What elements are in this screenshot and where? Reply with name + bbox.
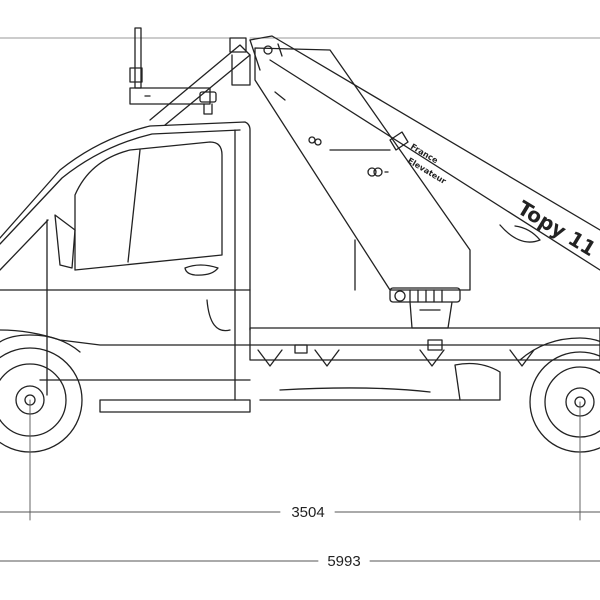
chassis-flatbed <box>249 327 600 401</box>
cab-door-window <box>54 141 223 271</box>
front-wheel <box>0 334 83 453</box>
van-cab <box>0 121 251 413</box>
antenna-mast <box>129 27 211 105</box>
wheelbase-dimension-line <box>0 399 600 521</box>
wheelbase-dimension-label: 3504 <box>291 504 324 521</box>
boom-arm <box>249 35 600 271</box>
door-handle <box>184 264 219 276</box>
boom-support-strut <box>149 37 251 126</box>
turntable-base <box>389 287 461 329</box>
overall-length-dimension-label: 5993 <box>327 553 360 570</box>
lift-tower <box>254 47 471 291</box>
beacon-light <box>199 91 217 115</box>
boom-brand-label: Topy 11 <box>513 196 600 261</box>
rear-wheel <box>519 337 600 453</box>
